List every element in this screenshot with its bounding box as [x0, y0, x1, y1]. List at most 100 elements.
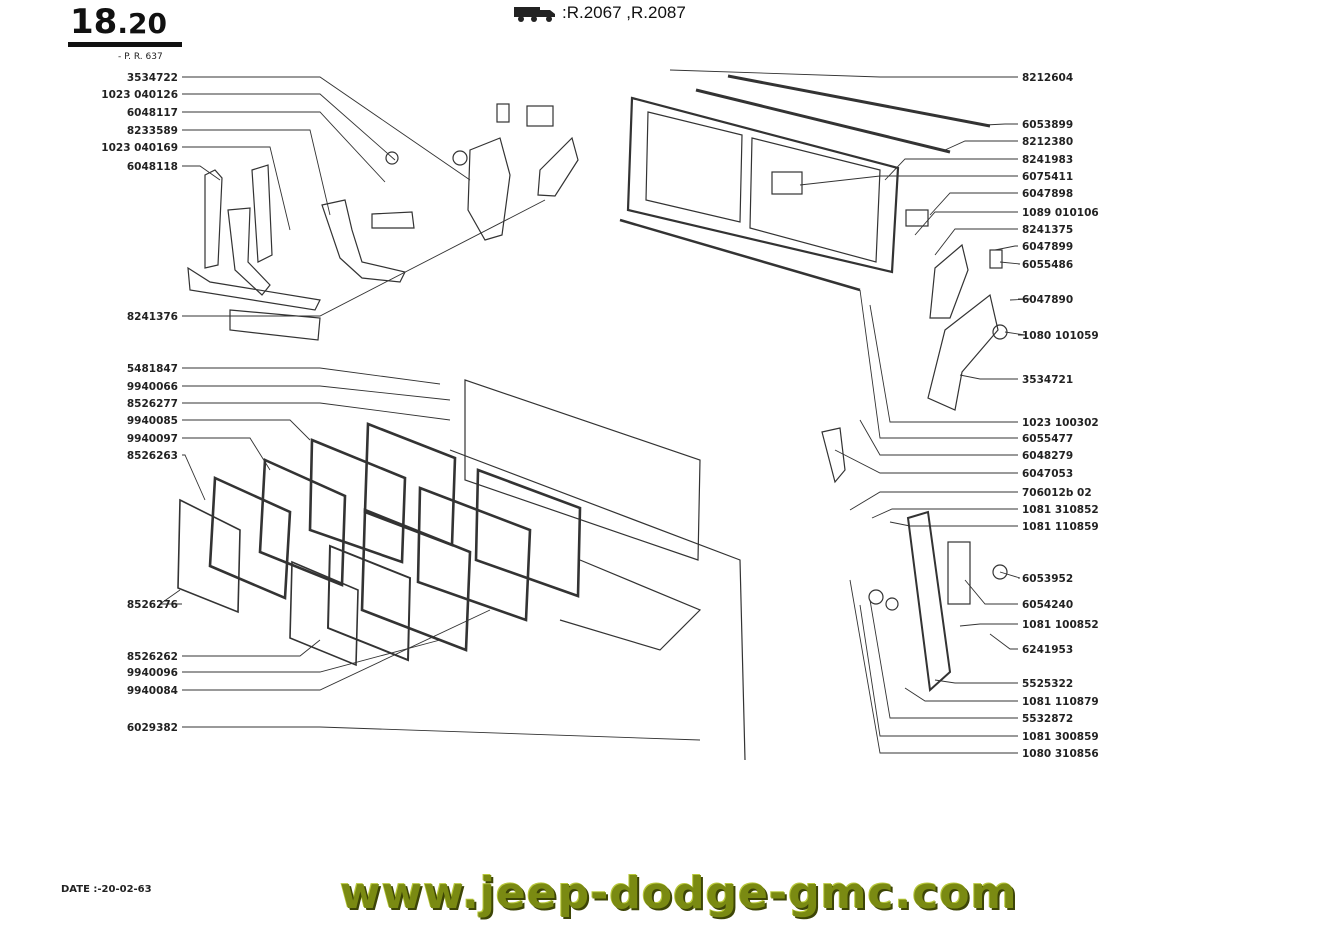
part-label-right: 6053952 [1022, 573, 1073, 585]
part-label-right: 1081 110859 [1022, 521, 1099, 533]
windshield-pane [645, 111, 743, 223]
part-label-right: 8212380 [1022, 136, 1073, 148]
leader-line [1004, 331, 1026, 336]
leader-lines [158, 69, 1031, 754]
part-label-left: 6029382 [127, 722, 178, 734]
leader-line [1009, 298, 1031, 301]
windshield-frame [626, 96, 900, 274]
part-label-right: 1089 010106 [1022, 207, 1099, 219]
leader-line [182, 454, 206, 501]
page-number-minor: .20 [117, 7, 167, 40]
leader-line [999, 571, 1021, 579]
glass-frame [474, 468, 582, 598]
seal-strip [727, 74, 991, 128]
leader-line [964, 579, 1018, 605]
leader-line [182, 609, 491, 691]
date-stamp: DATE :-20-02-63 [61, 884, 152, 895]
nut-part [992, 324, 1008, 340]
leader-line [182, 639, 441, 673]
windshield-frame-lower [464, 379, 701, 561]
part-label-right: 6048279 [1022, 450, 1073, 462]
seal-strip [695, 88, 951, 154]
nut-part [452, 150, 468, 166]
part-label-right: 1080 310856 [1022, 748, 1099, 760]
leader-line [869, 599, 1018, 719]
body-outline [449, 449, 746, 761]
pad-part [496, 103, 510, 123]
part-label-right: 1023 100302 [1022, 417, 1099, 429]
pad-part [947, 541, 971, 605]
pad-part [989, 249, 1003, 269]
plate-part [371, 211, 415, 229]
part-label-left: 6048117 [127, 107, 178, 119]
leader-line [182, 129, 331, 216]
leader-line [934, 679, 1018, 684]
part-label-left: 8241376 [127, 311, 178, 323]
leader-line [869, 304, 1018, 423]
leader-line [989, 633, 1018, 650]
pr-reference: - P. R. 637 [118, 52, 163, 62]
part-label-right: 5525322 [1022, 678, 1073, 690]
leader-line [182, 76, 471, 181]
leader-line [871, 508, 1018, 519]
hinge-bracket [927, 293, 999, 411]
part-label-right: 6047898 [1022, 188, 1073, 200]
leader-line [994, 245, 1018, 251]
part-label-right: 6055477 [1022, 433, 1073, 445]
windshield-pane [749, 137, 881, 263]
washer-part [885, 597, 899, 611]
leader-line [182, 146, 291, 231]
part-label-right: 3534721 [1022, 374, 1073, 386]
leader-line [182, 419, 311, 441]
parts-artwork [177, 74, 1008, 761]
leader-line [834, 449, 1018, 474]
part-label-right: 6053899 [1022, 119, 1073, 131]
part-label-left: 8233589 [127, 125, 178, 137]
block-part [526, 105, 554, 127]
leader-line [158, 589, 182, 605]
block-part [905, 209, 929, 227]
website-watermark: www.jeep-dodge-gmc.com [340, 868, 1018, 919]
part-label-right: 6047890 [1022, 294, 1073, 306]
leader-line [182, 385, 451, 401]
leader-line [182, 639, 321, 657]
leader-line [182, 402, 451, 421]
part-label-right: 8241983 [1022, 154, 1073, 166]
leader-line [182, 199, 546, 317]
leader-line [889, 521, 1018, 527]
part-label-right: 5532872 [1022, 713, 1073, 725]
bolt-head [992, 564, 1008, 580]
part-label-right: 6241953 [1022, 644, 1073, 656]
body-outline [559, 559, 702, 651]
part-label-left: 3534722 [127, 72, 178, 84]
base-part [229, 309, 321, 341]
bracket-part [251, 164, 273, 263]
leader-line [859, 289, 1018, 439]
leader-line [859, 419, 1018, 456]
glass-frame [258, 458, 347, 587]
leader-line [182, 93, 396, 161]
hinge-bracket [467, 137, 511, 241]
part-label-left: 6048118 [127, 161, 178, 173]
leader-line [669, 69, 1018, 78]
leader-line [182, 111, 386, 183]
page-number: 18.20 [70, 2, 167, 42]
base-part [187, 266, 321, 311]
part-label-left: 9940085 [127, 415, 178, 427]
leader-line [182, 165, 221, 181]
part-label-left: 9940097 [127, 433, 178, 445]
bracket-part [204, 169, 223, 269]
leader-line [959, 374, 1018, 380]
part-label-right: 1080 101059 [1022, 330, 1099, 342]
washer-part [868, 589, 884, 605]
leader-line [944, 140, 1018, 151]
hinge-bracket [537, 136, 579, 197]
part-label-right: 6055486 [1022, 259, 1073, 271]
glass-pane [177, 498, 241, 614]
part-label-left: 5481847 [127, 363, 178, 375]
page-number-major: 18 [70, 2, 118, 42]
part-label-right: 1081 110879 [1022, 696, 1099, 708]
part-label-left: 1023 040126 [101, 89, 178, 101]
leader-line [904, 687, 1018, 702]
